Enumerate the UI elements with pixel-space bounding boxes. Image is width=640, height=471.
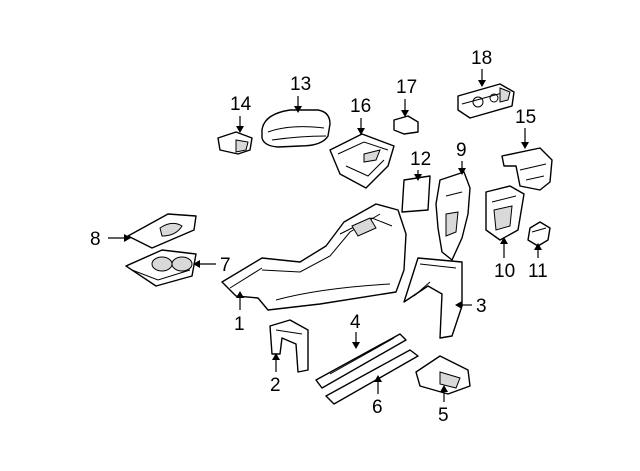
control-unit-drawing <box>457 83 515 119</box>
callout-4: 4 <box>350 312 361 333</box>
callout-14: 14 <box>230 94 252 115</box>
callout-13: 13 <box>290 74 311 95</box>
bracket-drawing <box>393 115 419 135</box>
insert-mat-drawing <box>127 213 197 249</box>
callout-5: 5 <box>438 405 449 426</box>
side-trim-drawing <box>435 171 471 261</box>
latch-drawing <box>217 131 253 155</box>
callout-12: 12 <box>410 149 431 170</box>
callout-8: 8 <box>90 229 101 250</box>
callout-3: 3 <box>476 296 487 317</box>
clip-drawing <box>527 221 551 247</box>
callout-11: 11 <box>528 261 548 282</box>
callout-2: 2 <box>270 375 281 396</box>
cup-holder-drawing <box>125 249 197 287</box>
callout-7: 7 <box>220 255 231 276</box>
callout-9: 9 <box>456 140 467 161</box>
trim-strip-drawing <box>315 333 407 389</box>
callout-1: 1 <box>234 314 245 335</box>
mounting-bracket-drawing <box>501 147 553 191</box>
callout-18: 18 <box>471 48 492 69</box>
callout-10: 10 <box>494 261 515 282</box>
long-strip-drawing <box>325 349 419 405</box>
callout-17: 17 <box>396 77 417 98</box>
center-console-drawing <box>221 203 407 311</box>
armrest-lid-drawing <box>261 109 331 148</box>
support-frame-drawing <box>403 257 463 339</box>
base-bracket-drawing <box>415 355 471 395</box>
callout-15: 15 <box>515 107 536 128</box>
storage-bin-drawing <box>329 133 395 189</box>
module-drawing <box>485 185 525 241</box>
callout-6: 6 <box>372 397 383 418</box>
callout-16: 16 <box>350 96 371 117</box>
panel-drawing <box>401 175 431 213</box>
